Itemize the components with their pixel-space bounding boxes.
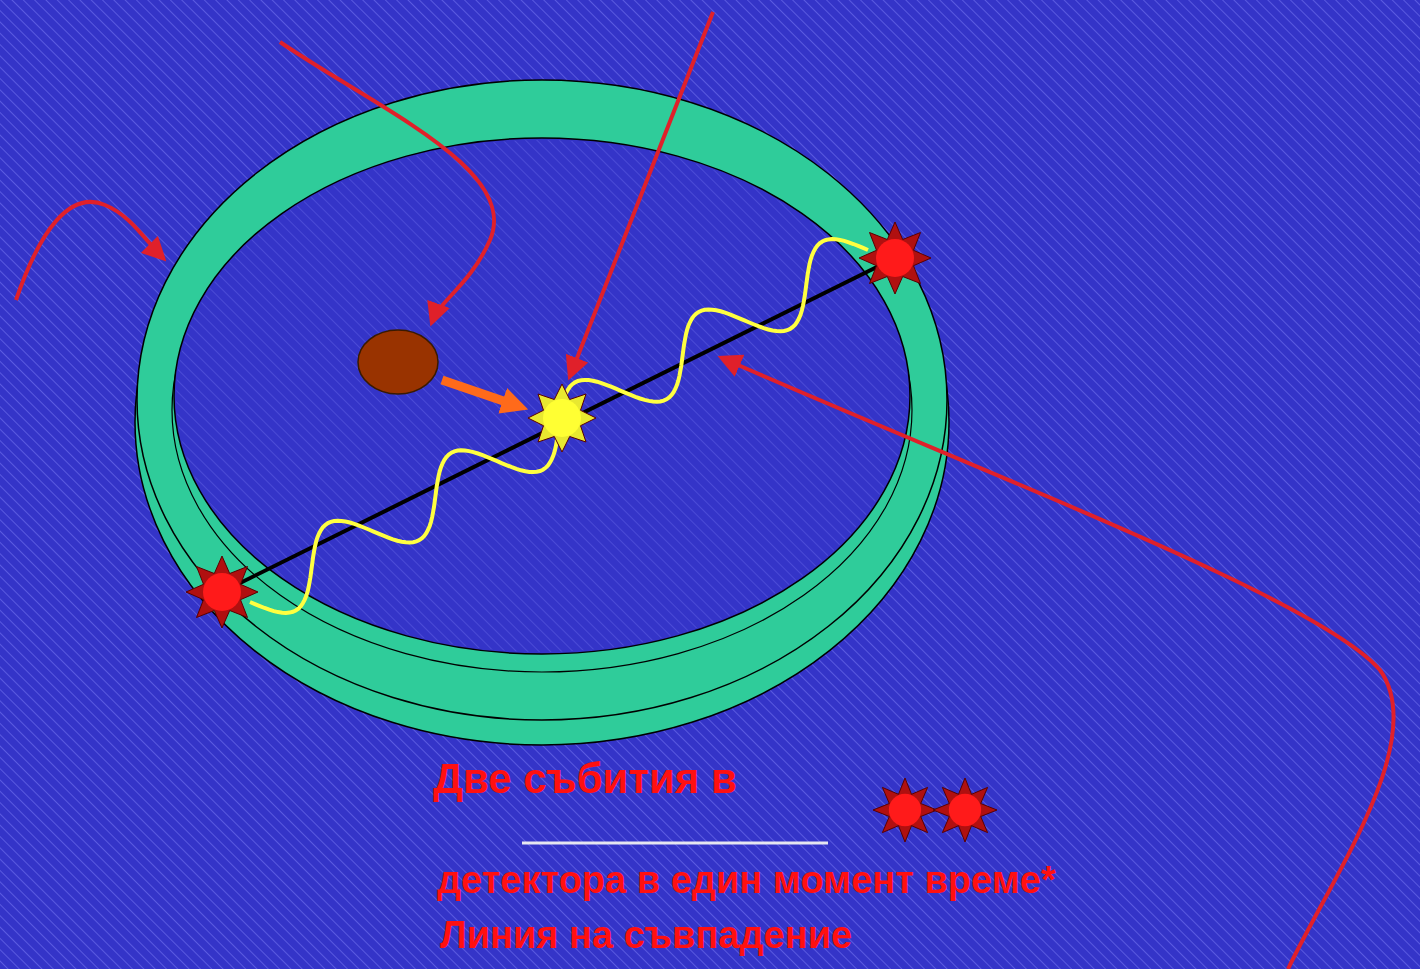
positron-arrow: [442, 380, 518, 406]
coincidence-line: [222, 258, 895, 592]
leader-line: [16, 202, 163, 300]
positron: [358, 330, 438, 394]
leader-line: [280, 42, 494, 322]
detection-event-icon: [873, 778, 937, 842]
caption-text: детектора в един момент време*: [437, 860, 1056, 902]
caption-text: Линия на съвпадение: [440, 915, 852, 957]
underline: [522, 842, 828, 845]
detection-event-icon: [933, 778, 997, 842]
annihilation-event: [528, 384, 596, 452]
leader-line: [570, 12, 713, 376]
detection-event: [186, 556, 258, 628]
gamma-wave: [250, 239, 868, 613]
detector-ring: [135, 80, 949, 745]
detection-event: [859, 222, 931, 294]
caption-text: Две събития в: [433, 756, 737, 802]
